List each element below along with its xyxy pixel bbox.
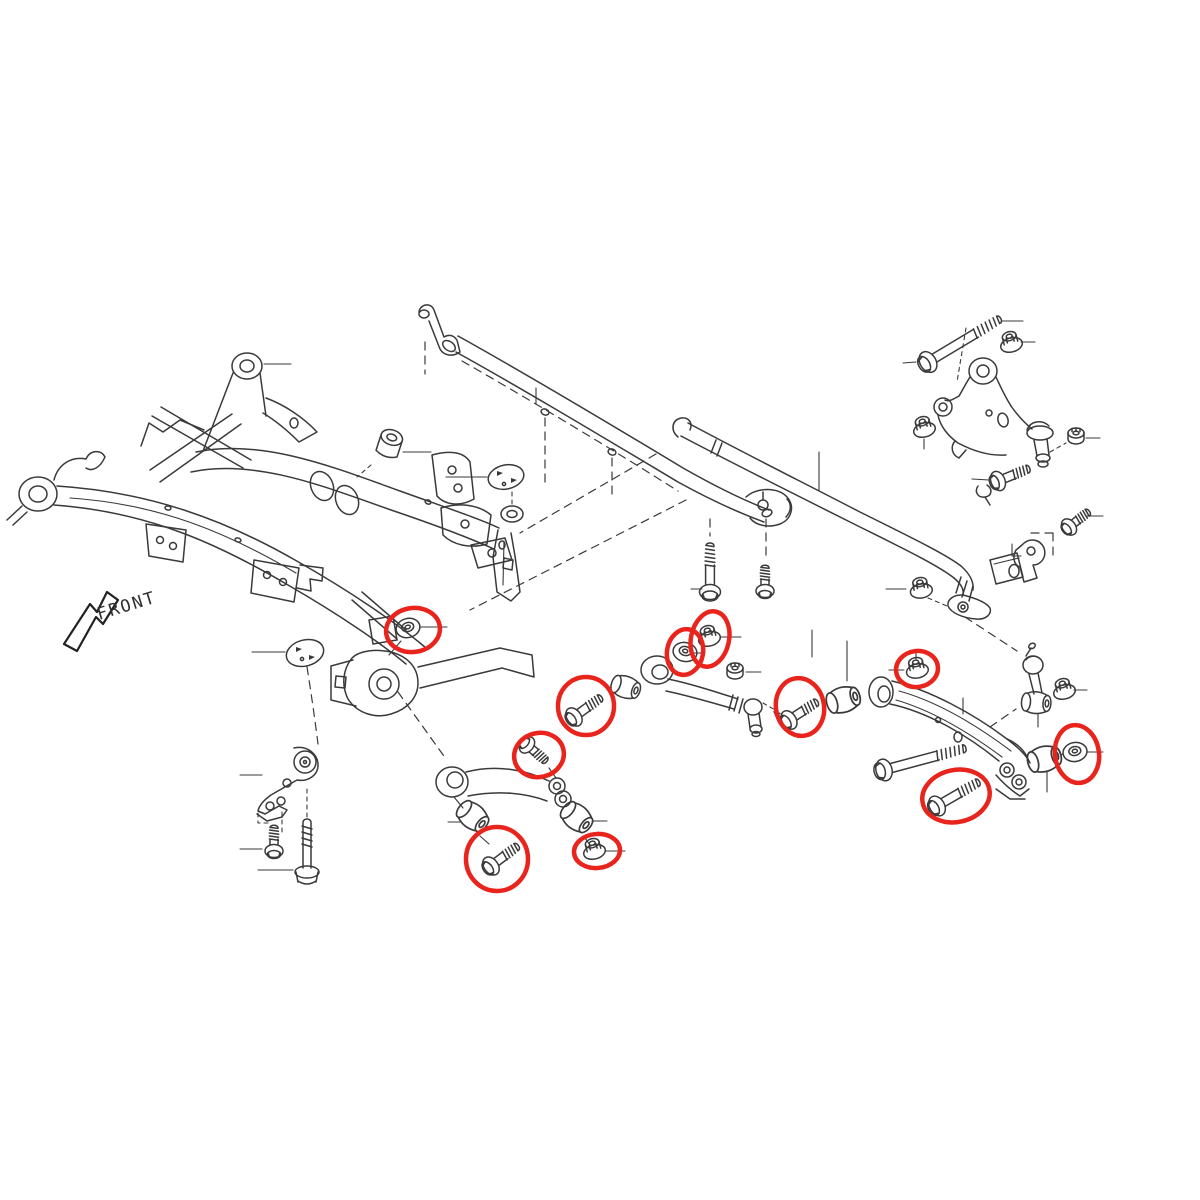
stabilizer-end-link [989,642,1088,728]
upper-arm-pivot-bolt [913,308,1008,378]
front-label: FRONT [95,588,159,625]
ball-stud-castle-nut [726,662,744,680]
highlight-circle-nut [893,648,941,690]
bracket-small-bolt [264,824,284,860]
highlight-circle-nut [383,605,443,655]
link-pivot-bolt [560,688,609,731]
lower-arm-washer-nut [1060,739,1090,765]
stabilizer-clamp-bolt [1056,503,1096,540]
rear-subframe [6,352,687,760]
upper-arm-nut [996,328,1025,356]
highlight-circle-bolt [773,675,827,739]
highlight-circle-bolt [920,767,992,825]
subframe-front-left-bushing-eye [18,476,58,512]
subframe-top-bushing [231,352,263,380]
crossmember-small-bolt [755,564,775,600]
link-bushing-right [555,796,599,839]
rear-crossmember [418,304,793,602]
front-direction-indicator: FRONT [62,588,159,653]
highlight-circle-nut [1052,722,1102,786]
subframe-rear-bushing [375,428,404,459]
front-arrow-icon [62,590,120,653]
alignment-plate [445,463,525,491]
upper-control-arm-assembly [902,308,1101,506]
front-lateral-link-assembly [435,688,626,880]
crossmember-mount-bolt [698,542,722,602]
highlight-circle-bolt [555,674,617,738]
upper-arm-left-nut [909,413,938,441]
highlight-circle-washer [664,626,706,678]
alignment-plate-2 [251,638,325,668]
lower-arm-long-bolt [870,736,970,784]
differential-mount-bracket [239,638,325,885]
rear-lateral-link-assembly [607,622,864,738]
link-bolt-left [477,836,526,880]
stabilizer-nut [907,575,935,601]
highlight-circle-bolt [463,824,531,894]
stabilizer-clamp-bracket [1013,539,1046,583]
link-nut [579,835,608,863]
lower-control-arm-assembly [868,649,1104,821]
lower-arm-front-nut [903,654,931,681]
highlight-circle-bolt [511,730,567,780]
end-link-nut [1049,675,1078,703]
highlight-annotations [383,605,1102,894]
highlight-circle-nut [571,831,623,871]
subframe-lower-bushing-housing [343,649,419,717]
stabilizer-bar-assembly [672,417,1104,652]
bracket-long-bolt [257,818,320,885]
ball-joint-castle-nut [1067,427,1085,445]
highlight-circle-nut [688,609,732,669]
upper-arm-lower-bolt [985,458,1035,495]
